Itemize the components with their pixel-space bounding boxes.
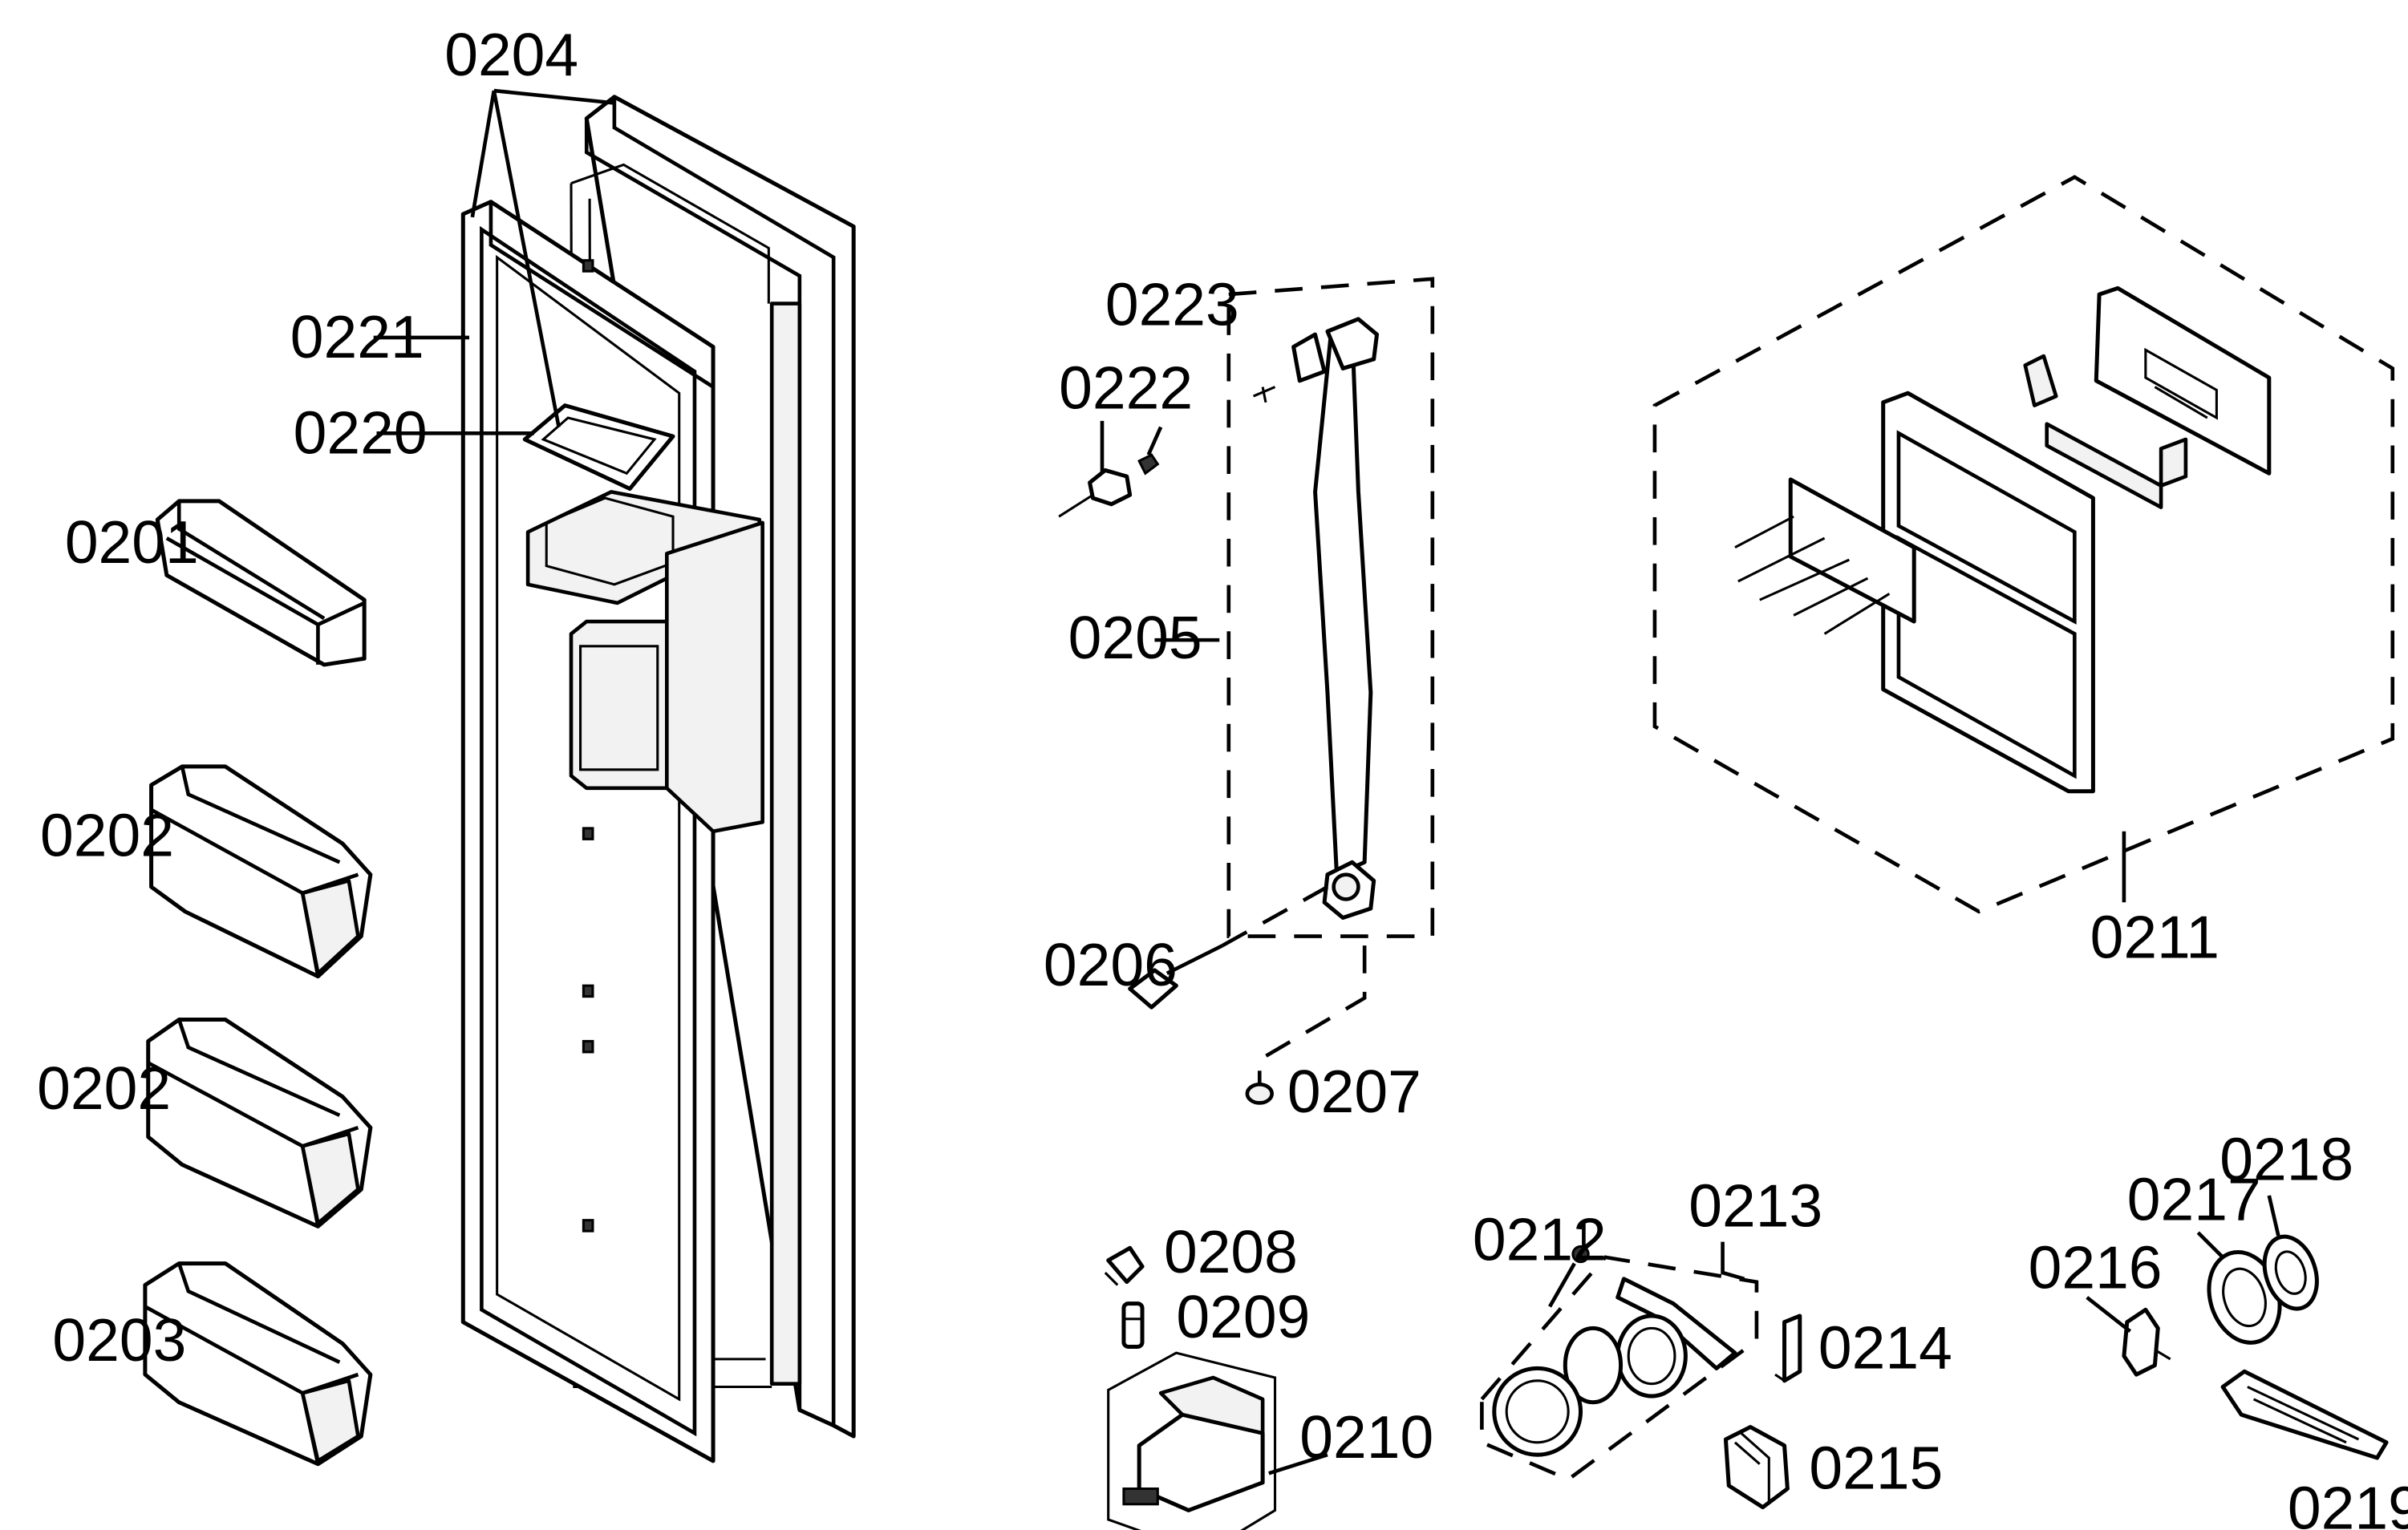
part-0218 — [2262, 1234, 2319, 1311]
part-0208 — [1104, 1245, 1145, 1286]
label-0211: 0211 — [2090, 904, 2219, 971]
screws-row — [1734, 515, 1891, 635]
label-0201: 0201 — [65, 508, 199, 576]
leader-0218 — [2267, 1195, 2280, 1237]
part-0219 — [2220, 1369, 2389, 1460]
label-0212: 0212 — [1473, 1206, 1607, 1273]
control-panel-0211 — [1734, 285, 2272, 794]
part-0209 — [1121, 1301, 1145, 1349]
label-0215: 0215 — [1809, 1435, 1943, 1502]
screw-0207 — [1245, 945, 1367, 1105]
light-group-box — [1480, 1255, 1759, 1482]
label-0208: 0208 — [1164, 1218, 1298, 1285]
part-0212 — [1548, 1220, 1590, 1308]
control-panel-group-box — [1652, 175, 2395, 914]
label-0202-lower: 0202 — [37, 1054, 171, 1122]
door-bin-0201 — [155, 499, 367, 667]
label-0217: 0217 — [2127, 1166, 2261, 1233]
door-bin-0202-upper — [149, 764, 373, 979]
label-0203: 0203 — [52, 1306, 186, 1374]
leader-0204 — [470, 88, 615, 428]
label-0206: 0206 — [1044, 931, 1178, 998]
screw-0223 — [1137, 426, 1163, 476]
handle-0205 — [1291, 317, 1380, 921]
label-0209: 0209 — [1176, 1283, 1310, 1350]
label-0218: 0218 — [2219, 1126, 2353, 1193]
part-0210 — [1107, 1351, 1277, 1530]
leader-0210 — [1268, 1452, 1328, 1475]
part-0214 — [1774, 1313, 1802, 1383]
handle-cap-0206 — [1128, 885, 1329, 1010]
label-0216: 0216 — [2029, 1233, 2163, 1301]
part-0215 — [1723, 1425, 1790, 1510]
label-0214: 0214 — [1818, 1313, 1952, 1381]
door-bin-0203 — [143, 1261, 373, 1467]
label-0210: 0210 — [1299, 1403, 1433, 1471]
label-0219: 0219 — [2288, 1475, 2408, 1530]
label-0213: 0213 — [1688, 1172, 1822, 1239]
leader-0216 — [2086, 1296, 2132, 1334]
part-0216 — [2122, 1307, 2171, 1377]
door-bin-0202-lower — [146, 1018, 373, 1228]
leader-0213 — [1721, 1241, 1745, 1281]
label-0205: 0205 — [1068, 604, 1202, 671]
screw-handle-top — [1252, 386, 1276, 403]
label-0222: 0222 — [1059, 354, 1193, 421]
label-0202-upper: 0202 — [40, 802, 174, 869]
label-0207: 0207 — [1287, 1058, 1421, 1125]
label-0204: 0204 — [444, 21, 578, 88]
handle-mount-0222 — [1058, 468, 1133, 518]
door-assembly — [460, 95, 856, 1463]
leader-0217 — [2196, 1231, 2224, 1259]
part-0213 — [1492, 1277, 1737, 1457]
label-0223: 0223 — [1105, 271, 1239, 338]
